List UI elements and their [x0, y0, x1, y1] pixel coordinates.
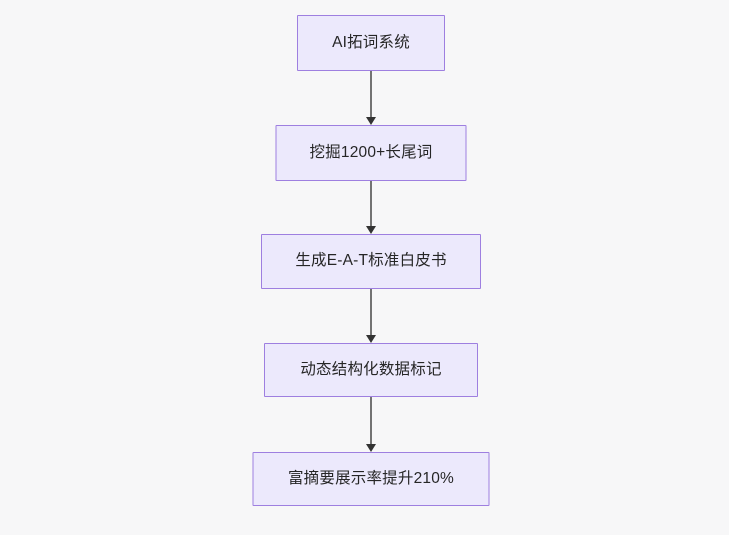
arrow-down-icon [366, 226, 376, 234]
flow-connector [365, 181, 377, 234]
arrow-down-icon [366, 335, 376, 343]
flow-node-label: AI拓词系统 [332, 33, 410, 51]
flow-node-5[interactable]: 富摘要展示率提升210% [252, 452, 490, 506]
flow-connector [365, 289, 377, 343]
flow-node-4[interactable]: 动态结构化数据标记 [264, 343, 478, 397]
flow-node-label: 动态结构化数据标记 [300, 360, 442, 378]
flow-node-2[interactable]: 挖掘1200+长尾词 [275, 125, 467, 181]
flow-node-3[interactable]: 生成E-A-T标准白皮书 [261, 234, 481, 289]
flow-node-1[interactable]: AI拓词系统 [297, 15, 445, 71]
arrow-down-icon [366, 117, 376, 125]
flow-node-label: 挖掘1200+长尾词 [309, 143, 433, 161]
flow-node-label: 生成E-A-T标准白皮书 [295, 252, 447, 270]
arrow-down-icon [366, 444, 376, 452]
connector-line [370, 397, 372, 445]
flow-connector [365, 397, 377, 452]
connector-line [370, 289, 372, 336]
connector-line [370, 181, 372, 227]
connector-line [370, 71, 372, 118]
flow-connector [365, 71, 377, 125]
flow-node-label: 富摘要展示率提升210% [287, 469, 455, 487]
